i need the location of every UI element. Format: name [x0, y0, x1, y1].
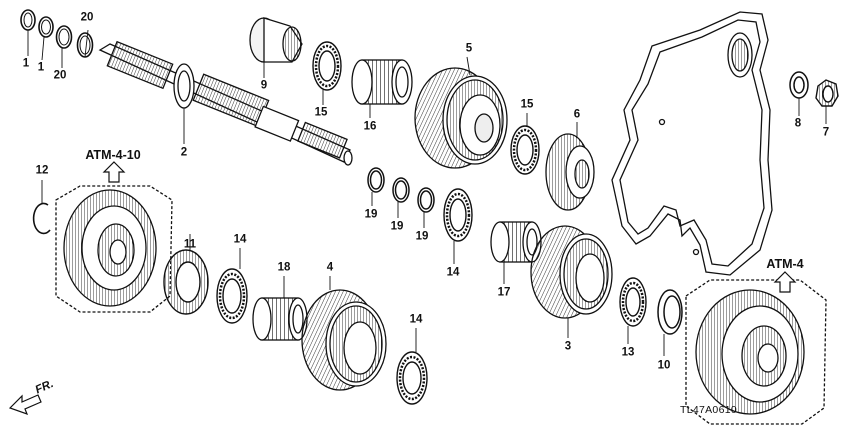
thrust-bearing-14c	[396, 351, 428, 405]
callout-4: 4	[326, 261, 334, 274]
thrust-bearing-13	[619, 277, 647, 327]
callout-1b: 1	[37, 61, 45, 74]
callout-20a: 20	[53, 69, 67, 82]
reference-atm-4-10: ATM-4-10	[85, 147, 141, 162]
thrust-bearing-14b	[216, 268, 248, 324]
leader-lines	[27, 29, 827, 356]
callout-11: 11	[183, 238, 197, 251]
callout-18: 18	[277, 261, 291, 274]
callout-5: 5	[465, 42, 473, 55]
clutch-assembly-atm-4-10	[55, 185, 173, 313]
gear-5	[414, 67, 508, 169]
callout-13: 13	[621, 346, 635, 359]
gear-4	[301, 289, 387, 391]
thrust-washer-20a	[55, 25, 73, 49]
needle-bearing-18	[252, 297, 308, 341]
transmission-housing	[611, 11, 773, 276]
callout-2: 2	[180, 146, 188, 159]
callout-19c: 19	[415, 230, 429, 243]
thrust-bearing-15a	[312, 41, 342, 91]
locknut-7	[815, 79, 839, 107]
callout-14b: 14	[233, 233, 247, 246]
shim-19c	[417, 187, 435, 213]
callout-14c: 14	[409, 313, 423, 326]
callout-12: 12	[35, 164, 49, 177]
snap-ring-12	[32, 202, 51, 235]
reference-atm-4: ATM-4	[766, 256, 804, 271]
snap-ring-1a	[20, 9, 36, 31]
callout-10: 10	[657, 359, 671, 372]
callout-20b: 20	[80, 11, 94, 24]
shim-19a	[367, 167, 385, 193]
atm-4-10-arrow-icon	[102, 161, 126, 183]
callout-7: 7	[822, 126, 830, 139]
mainshaft	[98, 40, 353, 166]
gear-6	[545, 133, 595, 211]
needle-bearing-16	[351, 59, 413, 105]
washer-8	[789, 71, 809, 99]
callout-15b: 15	[520, 98, 534, 111]
callout-19b: 19	[390, 220, 404, 233]
callout-16: 16	[363, 120, 377, 133]
drawing-code: TL47A0610	[680, 404, 737, 416]
sealing-collar-9	[249, 17, 303, 63]
front-direction-arrow-icon	[8, 394, 42, 416]
callout-19a: 19	[364, 208, 378, 221]
gear-3	[530, 225, 613, 319]
thrust-bearing-14a	[443, 188, 473, 242]
callout-17: 17	[497, 286, 511, 299]
callout-9: 9	[260, 79, 268, 92]
atm-4-arrow-icon	[773, 271, 797, 293]
snap-ring-1b	[38, 16, 54, 38]
callout-3: 3	[564, 340, 572, 353]
shim-19b	[392, 177, 410, 203]
thrust-washer-10	[657, 289, 683, 335]
callout-8: 8	[794, 117, 802, 130]
callout-1a: 1	[22, 57, 30, 70]
thrust-bearing-15b	[510, 125, 540, 175]
callout-14a: 14	[446, 266, 460, 279]
callout-6: 6	[573, 108, 581, 121]
clutch-assembly-atm-4	[685, 279, 827, 425]
clutch-plate-11	[163, 249, 209, 315]
callout-15a: 15	[314, 106, 328, 119]
